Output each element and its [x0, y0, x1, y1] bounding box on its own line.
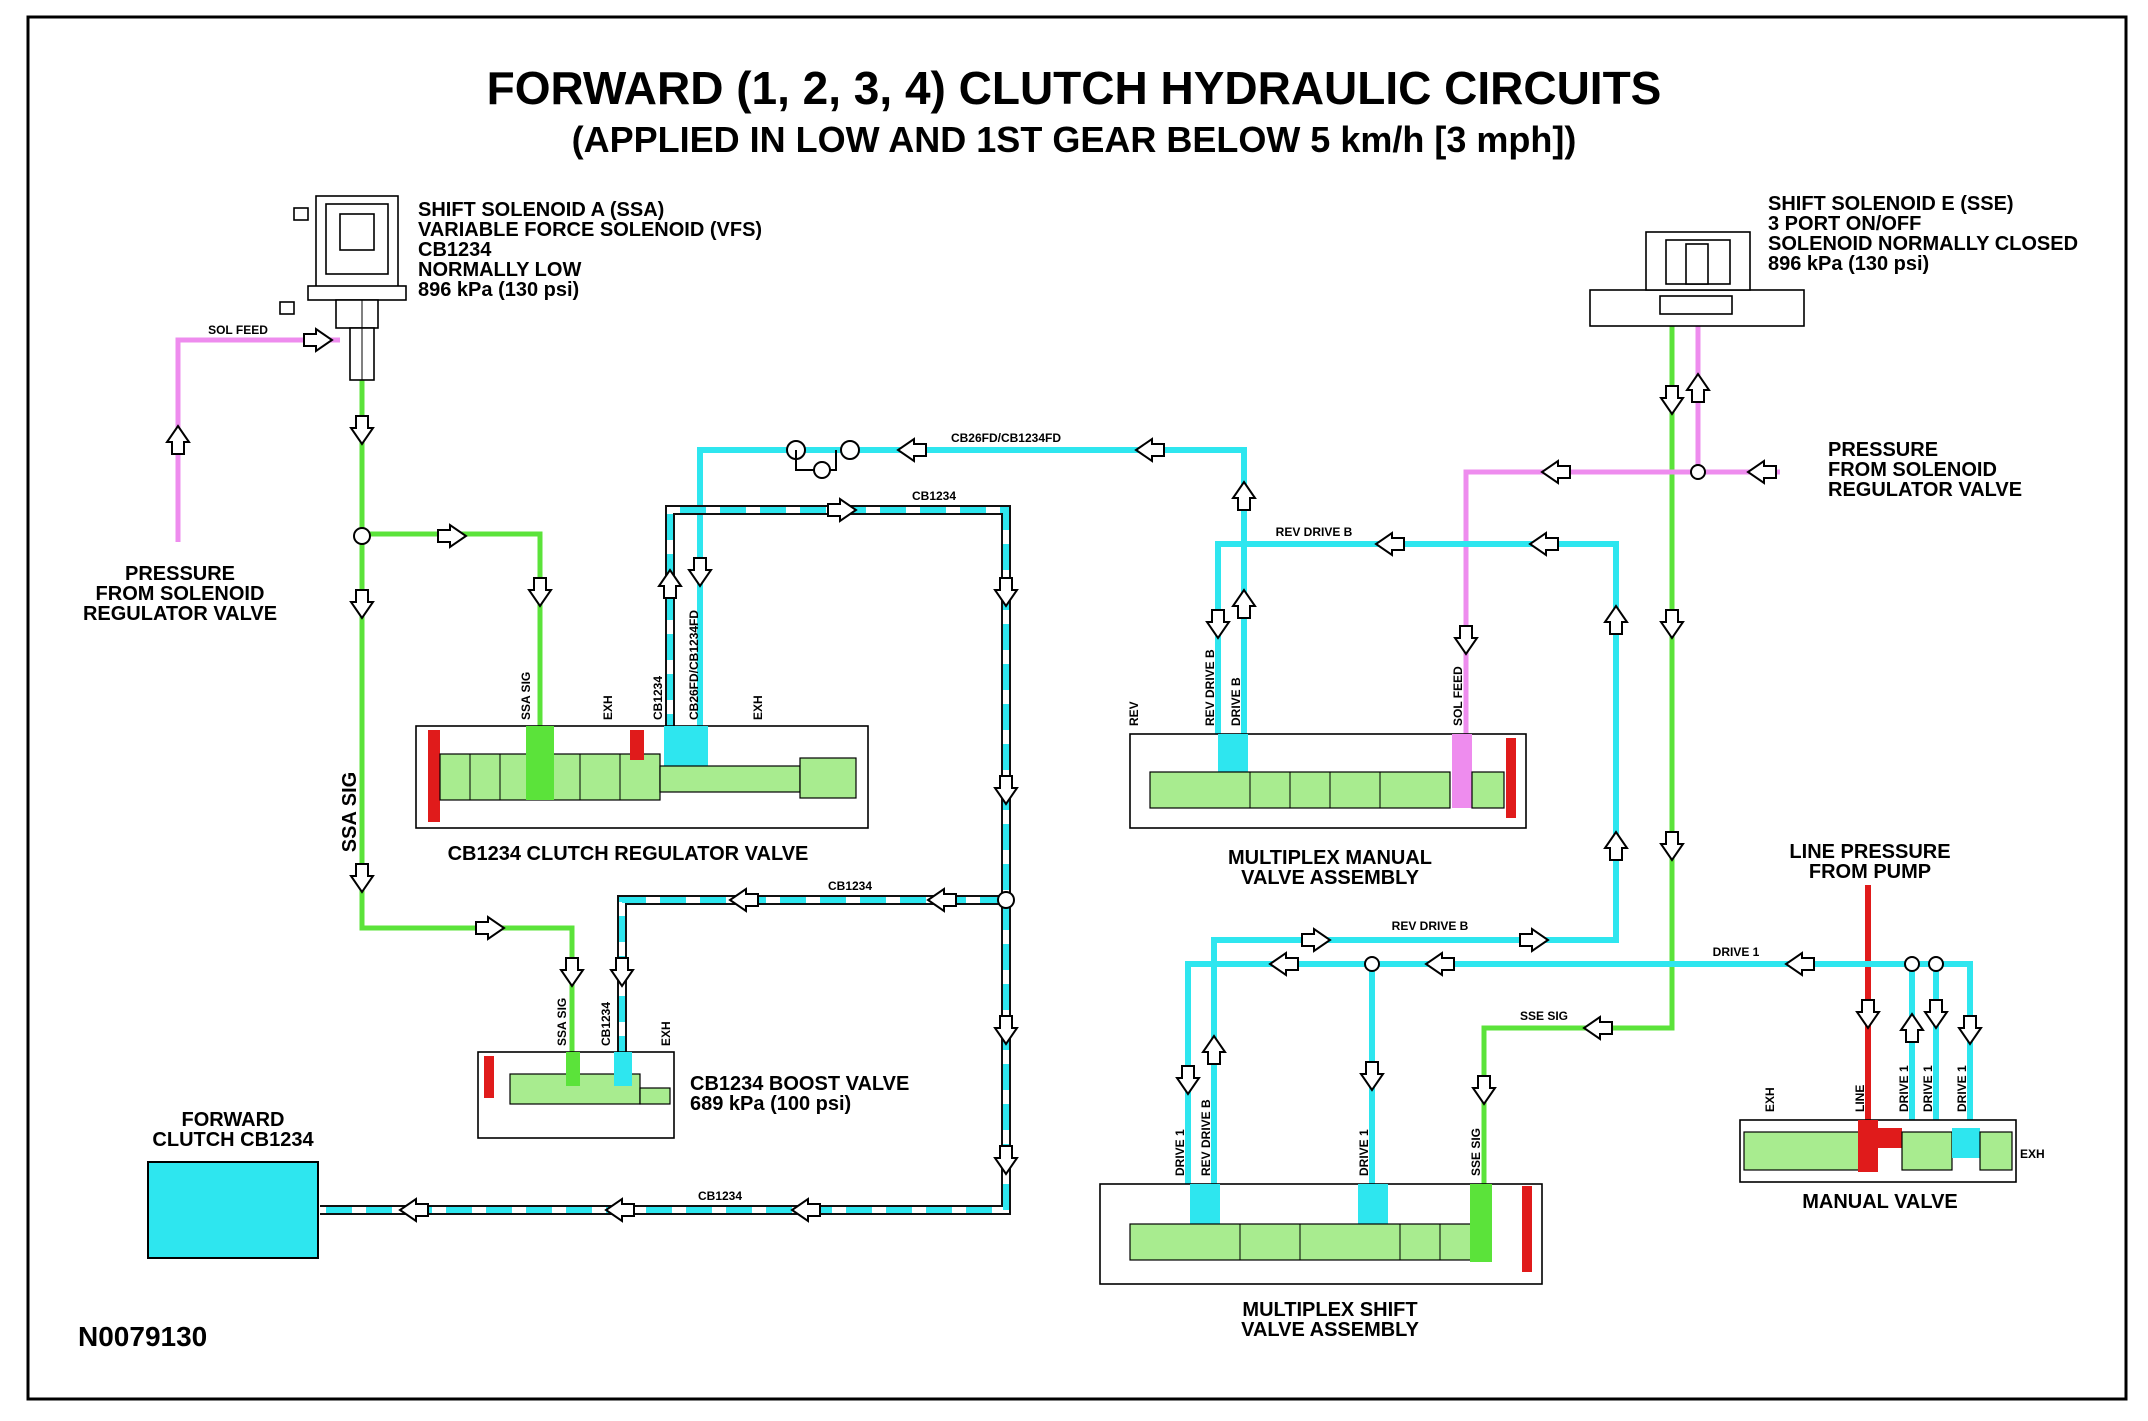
- regulator-valve-label: CB1234 CLUTCH REGULATOR VALVE: [448, 843, 809, 865]
- svg-text:CB1234: CB1234: [912, 489, 956, 503]
- svg-text:896 kPa (130 psi): 896 kPa (130 psi): [1768, 253, 1929, 275]
- port-labels: SSA SIG EXH CB1234 CB26FD/CB1234FD EXH S…: [519, 610, 2045, 1176]
- junction-nodes: [353, 440, 1944, 972]
- svg-text:FROM PUMP: FROM PUMP: [1809, 861, 1931, 883]
- component-labels: CB1234 CLUTCH REGULATOR VALVE CB1234 BOO…: [152, 843, 1957, 1341]
- svg-text:EXH: EXH: [601, 695, 615, 720]
- svg-text:EXH: EXH: [659, 1021, 673, 1046]
- svg-text:CB1234: CB1234: [651, 676, 665, 720]
- svg-text:SOLENOID NORMALLY CLOSED: SOLENOID NORMALLY CLOSED: [1768, 233, 2078, 255]
- svg-text:EXH: EXH: [2020, 1147, 2045, 1161]
- forward-clutch-box: [147, 1161, 319, 1259]
- manual-valve-label: MANUAL VALVE: [1802, 1191, 1958, 1213]
- svg-text:CB1234: CB1234: [418, 239, 492, 261]
- svg-text:REV DRIVE B: REV DRIVE B: [1199, 1099, 1213, 1176]
- svg-text:FROM SOLENOID: FROM SOLENOID: [1828, 459, 1997, 481]
- svg-text:DRIVE 1: DRIVE 1: [1357, 1129, 1371, 1176]
- boost-valve-label: CB1234 BOOST VALVE: [690, 1073, 909, 1095]
- line-labels: SOL FEED CB26FD/CB1234FD CB1234 CB1234 C…: [208, 323, 1760, 1203]
- svg-text:CB1234: CB1234: [698, 1189, 742, 1203]
- boost-valve-pressure: 689 kPa (100 psi): [690, 1093, 851, 1115]
- svg-text:SHIFT SOLENOID E (SSE): SHIFT SOLENOID E (SSE): [1768, 193, 2014, 215]
- svg-text:REV: REV: [1127, 701, 1141, 726]
- green-ssa-signal-lines: [359, 310, 1675, 1186]
- cb1234-clutch-regulator-valve: [415, 725, 869, 829]
- svg-text:SSE SIG: SSE SIG: [1469, 1128, 1483, 1176]
- svg-text:CB1234: CB1234: [599, 1002, 613, 1046]
- svg-text:SOL FEED: SOL FEED: [208, 323, 268, 337]
- svg-text:CB26FD/CB1234FD: CB26FD/CB1234FD: [951, 431, 1061, 445]
- svg-text:VARIABLE FORCE SOLENOID (VFS): VARIABLE FORCE SOLENOID (VFS): [418, 219, 762, 241]
- diagram-title: FORWARD (1, 2, 3, 4) CLUTCH HYDRAULIC CI…: [487, 62, 1662, 114]
- multiplex-manual-label-2: VALVE ASSEMBLY: [1241, 867, 1419, 889]
- multiplex-shift-label-2: VALVE ASSEMBLY: [1241, 1319, 1419, 1341]
- svg-text:LINE: LINE: [1853, 1085, 1867, 1112]
- diagram-subtitle: (APPLIED IN LOW AND 1ST GEAR BELOW 5 km/…: [572, 119, 1577, 160]
- svg-text:SSA SIG: SSA SIG: [339, 772, 361, 852]
- right-pressure-source-label: PRESSURE FROM SOLENOID REGULATOR VALVE: [1828, 439, 2022, 501]
- svg-text:CB1234: CB1234: [828, 879, 872, 893]
- svg-text:896 kPa (130 psi): 896 kPa (130 psi): [418, 279, 579, 301]
- cb1234-boost-valve: [477, 1051, 675, 1139]
- multiplex-manual-label: MULTIPLEX MANUAL: [1228, 847, 1432, 869]
- multiplex-shift-label: MULTIPLEX SHIFT: [1242, 1299, 1417, 1321]
- svg-text:DRIVE 1: DRIVE 1: [1955, 1065, 1969, 1112]
- svg-text:DRIVE 1: DRIVE 1: [1921, 1065, 1935, 1112]
- left-pressure-source-label: PRESSURE FROM SOLENOID REGULATOR VALVE: [83, 563, 277, 625]
- svg-text:DRIVE 1: DRIVE 1: [1173, 1129, 1187, 1176]
- manual-valve-body: [1739, 1119, 2017, 1183]
- svg-text:CB26FD/CB1234FD: CB26FD/CB1234FD: [687, 610, 701, 720]
- figure-id: N0079130: [78, 1321, 207, 1352]
- sse-label: SHIFT SOLENOID E (SSE) 3 PORT ON/OFF SOL…: [1768, 193, 2078, 275]
- svg-text:SSE SIG: SSE SIG: [1520, 1009, 1568, 1023]
- svg-text:DRIVE 1: DRIVE 1: [1713, 945, 1760, 959]
- diagram-border: [26, 15, 2128, 1401]
- svg-text:SSA SIG: SSA SIG: [555, 998, 569, 1046]
- svg-text:SOL FEED: SOL FEED: [1451, 666, 1465, 726]
- ssa-label: SHIFT SOLENOID A (SSA) VARIABLE FORCE SO…: [418, 199, 762, 301]
- multiplex-manual-valve-body: [1129, 733, 1527, 829]
- check-ball-valve: [795, 450, 837, 479]
- svg-text:EXH: EXH: [1763, 1087, 1777, 1112]
- svg-text:SSA SIG: SSA SIG: [519, 672, 533, 720]
- svg-text:FROM SOLENOID: FROM SOLENOID: [96, 583, 265, 605]
- pink-solenoid-feed-lines: [175, 310, 1780, 738]
- svg-text:SHIFT SOLENOID A (SSA): SHIFT SOLENOID A (SSA): [418, 199, 664, 221]
- svg-text:REGULATOR VALVE: REGULATOR VALVE: [83, 603, 277, 625]
- svg-text:EXH: EXH: [751, 695, 765, 720]
- svg-text:3 PORT ON/OFF: 3 PORT ON/OFF: [1768, 213, 1921, 235]
- svg-text:REV DRIVE B: REV DRIVE B: [1276, 525, 1353, 539]
- forward-clutch-label: FORWARD: [182, 1109, 285, 1131]
- svg-text:REV DRIVE B: REV DRIVE B: [1203, 649, 1217, 726]
- svg-text:REV DRIVE B: REV DRIVE B: [1392, 919, 1469, 933]
- pump-source-label: LINE PRESSURE FROM PUMP: [1789, 841, 1950, 883]
- multiplex-shift-valve-body: [1099, 1183, 1543, 1285]
- svg-text:PRESSURE: PRESSURE: [125, 563, 235, 585]
- shift-solenoid-a: [279, 195, 407, 381]
- svg-text:LINE PRESSURE: LINE PRESSURE: [1789, 841, 1950, 863]
- forward-clutch-label-2: CLUTCH CB1234: [152, 1129, 314, 1151]
- svg-text:REGULATOR VALVE: REGULATOR VALVE: [1828, 479, 2022, 501]
- svg-text:NORMALLY LOW: NORMALLY LOW: [418, 259, 581, 281]
- svg-text:DRIVE 1: DRIVE 1: [1897, 1065, 1911, 1112]
- svg-text:PRESSURE: PRESSURE: [1828, 439, 1938, 461]
- shift-solenoid-e: [1589, 231, 1805, 327]
- svg-text:DRIVE B: DRIVE B: [1229, 677, 1243, 726]
